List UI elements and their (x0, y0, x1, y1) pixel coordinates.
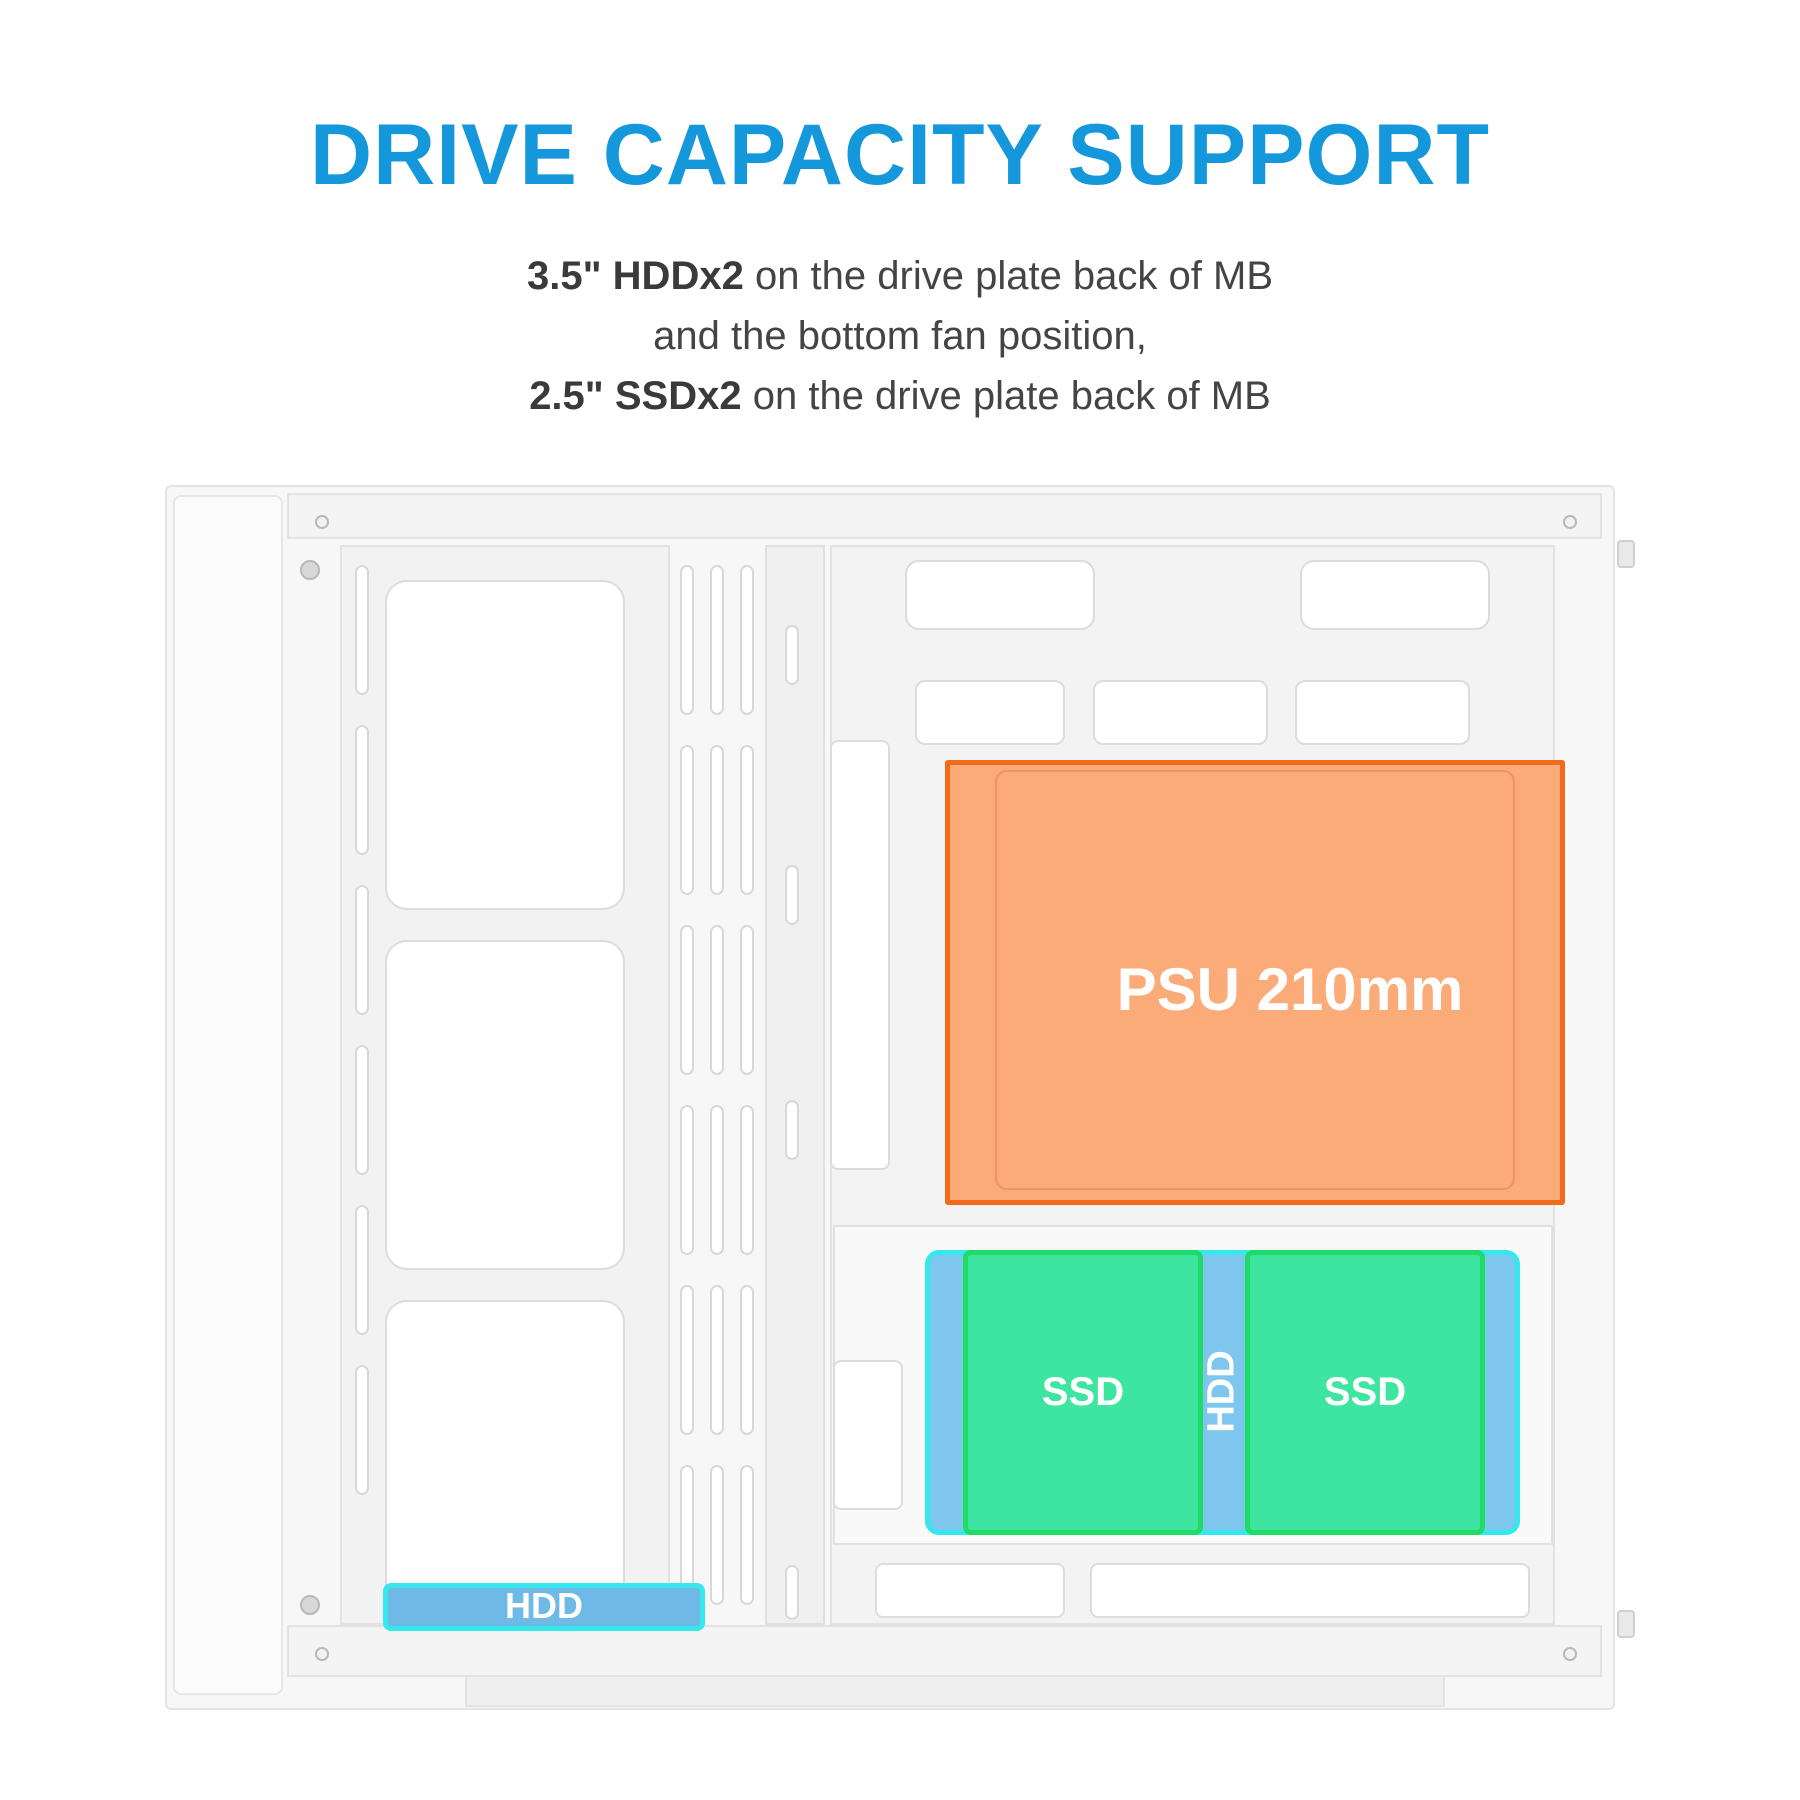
hdd-area-bottom (383, 1583, 705, 1631)
vent-slot (740, 925, 754, 1075)
vent-slot (355, 1205, 369, 1335)
vent-slot (355, 725, 369, 855)
cable-cutout (833, 1360, 903, 1510)
vent-slot (785, 625, 799, 685)
subtitle-line-1: 3.5" HDDx2 on the drive plate back of MB (0, 246, 1800, 306)
bottom-cutout (875, 1563, 1065, 1618)
fan-opening-bottom (385, 1300, 625, 1610)
psu-label: PSU 210mm (1116, 956, 1464, 1023)
vent-slot (680, 1105, 694, 1255)
screw-icon (300, 1595, 320, 1615)
cable-cutout (1300, 560, 1490, 630)
front-panel (173, 495, 283, 1695)
top-rail (287, 493, 1602, 539)
subtitle: 3.5" HDDx2 on the drive plate back of MB… (0, 246, 1800, 426)
cable-cutout (1295, 680, 1470, 745)
vent-slot (740, 745, 754, 895)
fan-opening-middle (385, 940, 625, 1270)
vent-slot (680, 925, 694, 1075)
ssd-area-left (963, 1250, 1203, 1535)
vent-slot (740, 1465, 754, 1605)
vent-slot (355, 565, 369, 695)
vent-slot (740, 1105, 754, 1255)
screw-icon (300, 560, 320, 580)
thumbscrew-icon (1617, 1610, 1635, 1638)
hdd-bottom-label: HDD (505, 1585, 583, 1626)
ssd-right-label: SSD (1323, 1370, 1407, 1414)
ssd-spec-text: on the drive plate back of MB (741, 374, 1271, 418)
bottom-cutout (1090, 1563, 1530, 1618)
page-title: DRIVE CAPACITY SUPPORT (310, 107, 1490, 203)
vent-slot (680, 1285, 694, 1435)
cable-cutout (915, 680, 1065, 745)
vent-slot (680, 565, 694, 715)
screw-icon (315, 1647, 329, 1661)
vent-slot (740, 565, 754, 715)
vent-slot (710, 745, 724, 895)
screw-icon (1563, 515, 1577, 529)
vent-slot (710, 565, 724, 715)
screw-icon (315, 515, 329, 529)
subtitle-line-2: and the bottom fan position, (653, 314, 1147, 358)
psu-area (945, 760, 1565, 1205)
screw-icon (1563, 1647, 1577, 1661)
vent-slot (785, 1565, 799, 1620)
ssd-area-right (1245, 1250, 1485, 1535)
vent-slot (710, 925, 724, 1075)
pc-case-illustration: PSU 210mm SSD SSD HDD HDD (165, 485, 1645, 1745)
vent-slot (785, 1100, 799, 1160)
ssd-spec: 2.5" SSDx2 (529, 374, 742, 418)
subtitle-line-3: 2.5" SSDx2 on the drive plate back of MB (0, 366, 1800, 426)
vent-slot (355, 1365, 369, 1495)
vent-slot (740, 1285, 754, 1435)
vent-slot (355, 1045, 369, 1175)
hdd-spec-text: on the drive plate back of MB (743, 254, 1274, 298)
fan-opening-top (385, 580, 625, 910)
ssd-left-label: SSD (1041, 1370, 1125, 1414)
case-foot (465, 1677, 1445, 1707)
vent-slot (710, 1465, 724, 1605)
hdd-spec: 3.5" HDDx2 (526, 254, 744, 298)
cable-cutout (1093, 680, 1268, 745)
hdd-vertical-label: HDD (1200, 1350, 1243, 1433)
vent-slot (710, 1285, 724, 1435)
bottom-rail (287, 1625, 1602, 1677)
vent-slot (710, 1105, 724, 1255)
vent-slot (785, 865, 799, 925)
vent-slot (355, 885, 369, 1015)
thumbscrew-icon (1617, 540, 1635, 568)
cable-cutout (830, 740, 890, 1170)
psu-inner-outline (995, 770, 1515, 1190)
vent-slot (680, 745, 694, 895)
cable-cutout (905, 560, 1095, 630)
center-divider (765, 545, 825, 1625)
